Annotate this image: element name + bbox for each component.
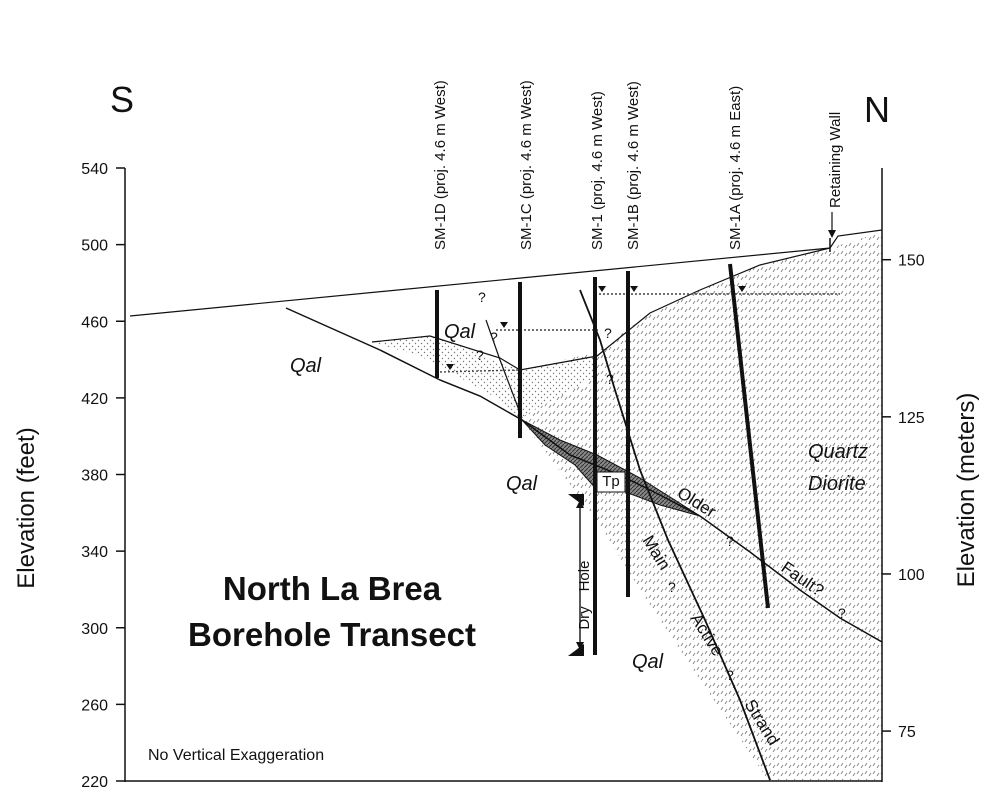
- unit-label-diorite: Diorite: [808, 473, 866, 495]
- unit-label-qal-lower: Qal: [632, 651, 664, 673]
- tp-label: Tp: [602, 473, 620, 490]
- right-tick-label: 75: [898, 724, 916, 741]
- right-ticks: 150 125 100 75: [882, 253, 925, 741]
- title-line-2: Borehole Transect: [188, 616, 476, 653]
- retaining-wall-arrow-head: [828, 230, 836, 238]
- dry-hole-tip-down: [576, 642, 584, 650]
- uncertain-mark: ?: [668, 579, 676, 595]
- uncertain-mark: ?: [726, 667, 734, 683]
- retaining-wall-label: Retaining Wall: [827, 112, 844, 208]
- dry-hole-label-2: Hole: [576, 561, 593, 592]
- uncertain-mark: ?: [478, 289, 486, 305]
- water-level-marker: [500, 322, 508, 328]
- borehole-label-sm-1b: SM-1B (proj. 4.6 m West): [625, 81, 642, 250]
- right-tick-label: 100: [898, 567, 925, 584]
- water-level-marker: [738, 286, 746, 292]
- upper-alluvium-wedge: [372, 336, 597, 418]
- left-axis-label: Elevation (feet): [13, 427, 40, 588]
- borehole-label-sm-1d: SM-1D (proj. 4.6 m West): [432, 80, 449, 250]
- uncertain-mark: ?: [476, 347, 484, 363]
- unit-label-qal-upper: Qal: [444, 321, 476, 343]
- left-tick-label: 420: [81, 391, 108, 408]
- title-line-1: North La Brea: [223, 570, 442, 607]
- compass-north: N: [864, 89, 890, 130]
- uncertain-mark: ?: [606, 371, 614, 387]
- left-tick-label: 380: [81, 468, 108, 485]
- ground-surface-line: [129, 229, 883, 317]
- right-tick-label: 150: [898, 253, 925, 270]
- water-level-marker: [598, 286, 606, 292]
- uncertain-mark: ?: [490, 329, 498, 345]
- scale-note: No Vertical Exaggeration: [148, 747, 324, 764]
- left-tick-label: 220: [81, 774, 108, 791]
- left-tick-label: 460: [81, 314, 108, 331]
- secondary-fault-trace: [485, 319, 523, 419]
- borehole-label-sm-1a: SM-1A (proj. 4.6 m East): [727, 86, 744, 250]
- left-tick-label: 340: [81, 544, 108, 561]
- unit-label-qal-left: Qal: [290, 355, 322, 377]
- unit-label-qal-middle: Qal: [506, 473, 538, 495]
- borehole-label-sm-1: SM-1 (proj. 4.6 m West): [589, 91, 606, 250]
- left-ticks: 540 500 460 420 380 340 300 260 220: [81, 161, 125, 791]
- quartz-diorite-unit: [520, 232, 882, 780]
- water-level-marker: [446, 364, 454, 370]
- main-active-strand-fault: [579, 289, 771, 781]
- left-tick-label: 540: [81, 161, 108, 178]
- left-tick-label: 260: [81, 697, 108, 714]
- left-tick-label: 300: [81, 621, 108, 638]
- borehole-sm-1a: [728, 263, 770, 609]
- left-tick-label: 500: [81, 238, 108, 255]
- unit-label-quartz: Quartz: [808, 441, 868, 463]
- right-axis-label: Elevation (meters): [953, 393, 980, 588]
- water-table-line-3: [439, 369, 521, 373]
- uncertain-mark: ?: [726, 533, 734, 549]
- uncertain-mark: ?: [604, 325, 612, 341]
- tp-label-box: [596, 471, 626, 493]
- uncertain-mark: ?: [838, 605, 846, 621]
- borehole-label-sm-1c: SM-1C (proj. 4.6 m West): [518, 80, 535, 250]
- right-tick-label: 125: [898, 410, 925, 427]
- dry-hole-label-1: Dry: [576, 606, 593, 630]
- dry-hole-tip-up: [576, 500, 584, 508]
- water-level-marker: [630, 286, 638, 292]
- compass-south: S: [110, 79, 134, 120]
